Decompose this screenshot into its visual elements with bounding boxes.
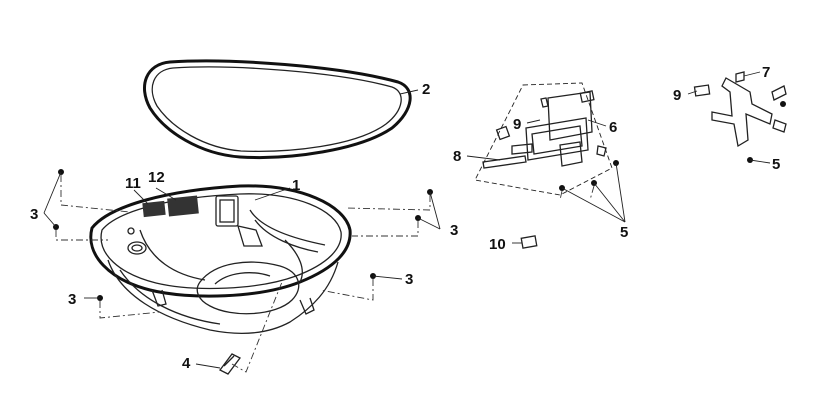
bracket-assembly-part (474, 82, 613, 196)
callout-9-right: 9 (673, 87, 681, 104)
callout-8: 8 (453, 148, 461, 165)
callout-4: 4 (182, 355, 191, 372)
small-plate-part (520, 235, 538, 249)
callout-11: 11 (125, 175, 141, 192)
callout-7: 7 (762, 64, 770, 81)
callout-1: 1 (292, 177, 300, 194)
callout-6: 6 (609, 119, 617, 136)
callout-10: 10 (489, 236, 506, 253)
callout-2: 2 (422, 81, 430, 98)
callout-9-center: 9 (513, 116, 521, 133)
clip-part (219, 353, 241, 375)
callout-5-right: 5 (772, 156, 780, 173)
assembly-lines (55, 175, 595, 373)
callout-3-left-lower: 3 (68, 291, 76, 308)
callout-3-left-upper: 3 (30, 206, 38, 223)
seal-ring-part (143, 59, 412, 159)
storage-box-part (89, 184, 352, 334)
callout-3-right-lower: 3 (405, 271, 413, 288)
callout-5-center: 5 (620, 224, 628, 241)
right-bracket-part (693, 71, 787, 148)
callout-12: 12 (148, 169, 165, 186)
callout-3-right-upper: 3 (450, 222, 458, 239)
screws (53, 101, 786, 301)
callouts: 1 2 3 3 3 3 4 5 5 6 7 8 9 9 10 11 12 (30, 64, 780, 372)
leader-lines (43, 71, 771, 369)
